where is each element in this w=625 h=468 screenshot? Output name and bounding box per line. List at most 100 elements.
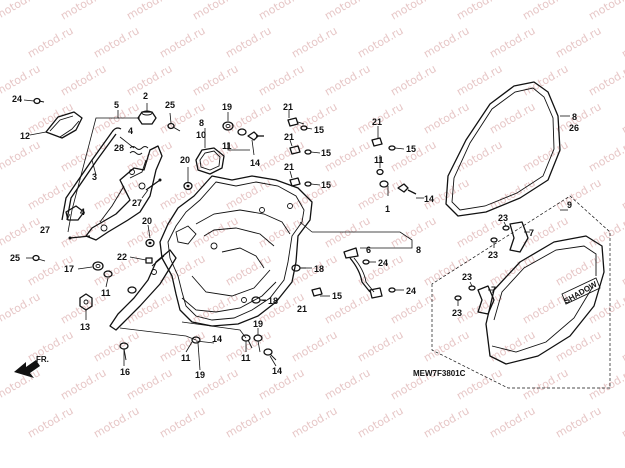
part-14-bolt-right	[397, 183, 417, 195]
part-21-clip-e	[311, 287, 323, 297]
part-23-screw-b	[490, 237, 498, 243]
watermark-text: motod.ru	[157, 252, 207, 288]
part-25-screw-left	[32, 254, 46, 262]
callout-26: 26	[569, 123, 579, 133]
callout-14-bottom-b: 14	[272, 366, 282, 376]
watermark-text: motod.ru	[25, 404, 75, 440]
callout-8: 8	[199, 118, 204, 128]
watermark-text: motod.ru	[0, 290, 43, 326]
callout-11-bottom-b: 11	[241, 353, 251, 363]
watermark-text: motod.ru	[58, 0, 108, 23]
watermark-text: motod.ru	[157, 404, 207, 440]
part-9-dashed-outline	[431, 195, 611, 389]
diagram-code: MEW7F3801C	[413, 369, 466, 378]
watermark-text: motod.ru	[157, 24, 207, 60]
leader-lines	[23, 99, 570, 371]
callout-19: 19	[222, 102, 232, 112]
callout-8-mid: 8	[416, 245, 421, 255]
part-11-washer-top	[237, 128, 247, 136]
callout-1: 1	[385, 204, 390, 214]
front-direction-arrow: FR.	[14, 355, 49, 378]
part-20-grommet-b	[145, 238, 155, 248]
watermark-text: motod.ru	[190, 214, 240, 250]
watermark-text: motod.ru	[619, 100, 625, 136]
part-15-screw-c	[304, 181, 312, 187]
watermark-text: motod.ru	[520, 366, 570, 402]
callout-18: 18	[314, 264, 324, 274]
watermark-text: motod.ru	[91, 328, 141, 364]
part-24-screw-c	[388, 287, 396, 293]
watermark-text: motod.ru	[586, 214, 625, 250]
callout-21-e: 21	[297, 304, 307, 314]
watermark-text: motod.ru	[322, 62, 372, 98]
callout-10: 10	[196, 130, 206, 140]
part-11-washer-b	[127, 286, 137, 294]
callout-15-d: 15	[406, 144, 416, 154]
part-3-rod	[61, 127, 122, 221]
watermark-text: motod.ru	[223, 404, 273, 440]
callout-24-mid: 24	[378, 258, 388, 268]
watermark-text: motod.ru	[553, 24, 603, 60]
callout-23-d: 23	[452, 308, 462, 318]
watermark-text: motod.ru	[586, 366, 625, 402]
callout-11-left: 11	[101, 288, 111, 298]
watermark-text: motod.ru	[388, 0, 438, 23]
callout-11-bottom: 11	[181, 353, 191, 363]
callout-24: 24	[12, 94, 22, 104]
callout-4-lower: 4	[80, 207, 85, 217]
watermark-text: motod.ru	[322, 290, 372, 326]
callout-21-c: 21	[284, 162, 294, 172]
part-24-screw-b	[362, 259, 370, 265]
watermark-text: motod.ru	[322, 366, 372, 402]
callout-25-left: 25	[10, 253, 20, 263]
part-14-bolt-top	[247, 131, 264, 141]
watermark-text: motod.ru	[619, 328, 625, 364]
callout-11: 11	[222, 141, 232, 151]
watermark-text: motod.ru	[388, 62, 438, 98]
watermark-text: motod.ru	[58, 214, 108, 250]
watermark-text: motod.ru	[553, 328, 603, 364]
watermark-text: motod.ru	[256, 62, 306, 98]
callout-21-b: 21	[284, 132, 294, 142]
watermark-text: motod.ru	[124, 0, 174, 23]
watermark-text: motod.ru	[58, 366, 108, 402]
watermark-text: motod.ru	[190, 0, 240, 23]
watermark-text: motod.ru	[553, 404, 603, 440]
part-12-cover-cap	[45, 111, 83, 139]
watermark-text: motod.ru	[454, 138, 504, 174]
part-7-bracket-b	[477, 285, 495, 315]
direction-label: FR.	[36, 355, 49, 364]
watermark-text: motod.ru	[619, 176, 625, 212]
part-17-collar	[92, 261, 104, 271]
watermark-text: motod.ru	[520, 62, 570, 98]
watermark-text: motod.ru	[619, 404, 625, 440]
callout-19-bottom-b: 19	[253, 319, 263, 329]
part-25-screw-top	[167, 122, 181, 132]
watermark-text: motod.ru	[421, 404, 471, 440]
callout-27-lower: 27	[40, 225, 50, 235]
callout-25: 25	[165, 100, 175, 110]
saddlebag-case	[159, 175, 313, 327]
callout-20-b: 20	[142, 216, 152, 226]
callout-6: 6	[366, 245, 371, 255]
watermark-text: motod.ru	[454, 0, 504, 23]
watermark-text: motod.ru	[223, 176, 273, 212]
watermark-text: motod.ru	[421, 252, 471, 288]
watermark-text: motod.ru	[91, 404, 141, 440]
watermark-text: motod.ru	[0, 138, 43, 174]
callout-21-d: 21	[372, 117, 382, 127]
watermark-text: motod.ru	[421, 24, 471, 60]
watermark-text: motod.ru	[58, 138, 108, 174]
part-13-nut	[79, 293, 93, 311]
part-15-screw-d	[388, 145, 396, 151]
callout-14-right: 14	[424, 194, 434, 204]
callout-21: 21	[283, 102, 293, 112]
callout-27: 27	[132, 198, 142, 208]
part-7-bracket-a	[509, 221, 529, 253]
callout-20: 20	[180, 155, 190, 165]
callout-4: 4	[128, 126, 133, 136]
callout-22: 22	[117, 252, 127, 262]
part-27-pin-a	[145, 178, 162, 191]
part-21-clip-b	[289, 145, 301, 155]
callout-18-b: 18	[268, 296, 278, 306]
